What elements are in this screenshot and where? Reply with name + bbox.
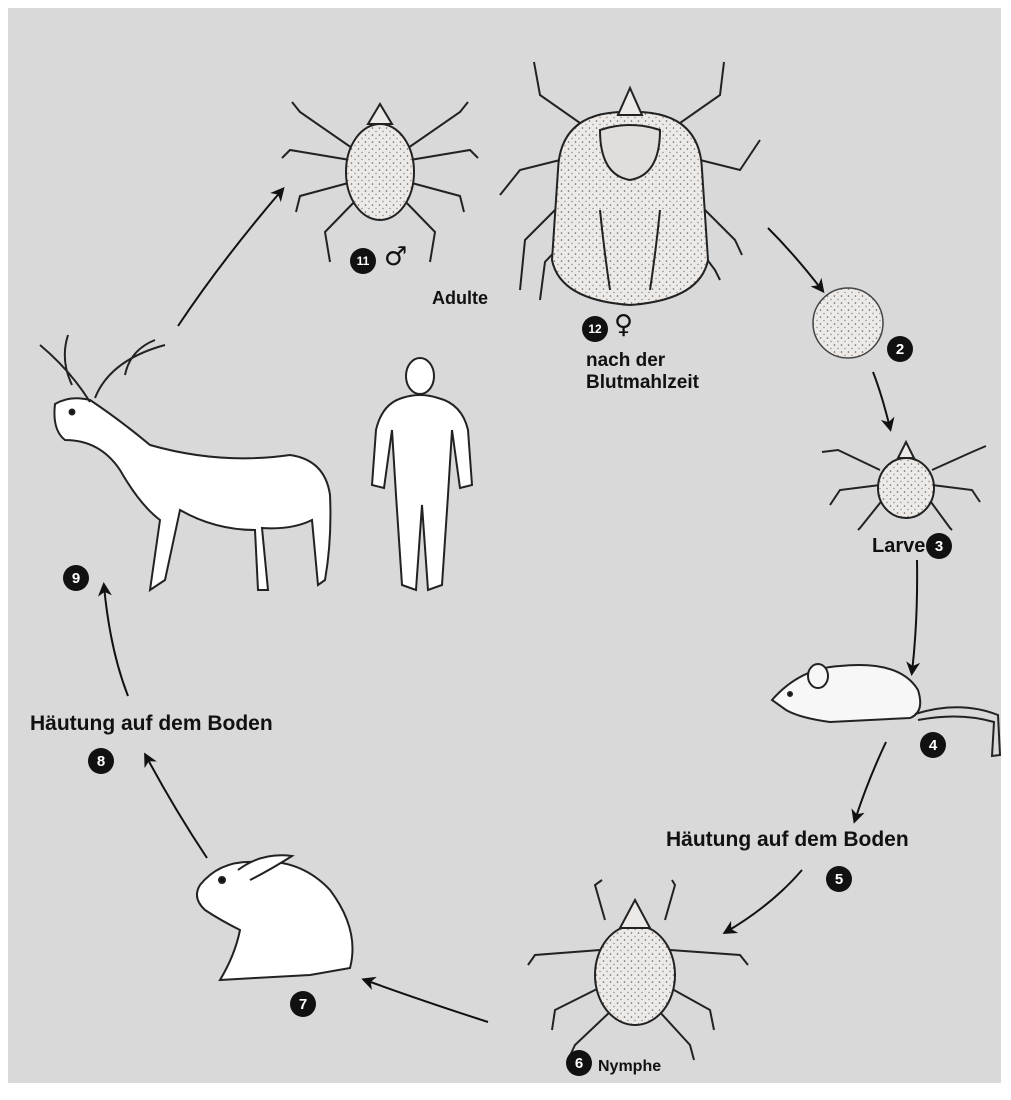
badge-molt-right: 5	[826, 866, 852, 892]
male-symbol-icon: ♂	[384, 242, 407, 272]
label-nymph: Nymphe	[598, 1058, 661, 1076]
label-female-fed-line1: nach der	[586, 350, 665, 372]
label-female-fed-line2: Blutmahlzeit	[586, 372, 699, 394]
label-larva: Larve	[872, 535, 925, 558]
badge-female: 12	[582, 316, 608, 342]
badge-larva: 3	[926, 533, 952, 559]
badge-mouse: 4	[920, 732, 946, 758]
badge-nymph: 6	[566, 1050, 592, 1076]
badge-egg: 2	[887, 336, 913, 362]
label-molt-left: Häutung auf dem Boden	[30, 712, 273, 736]
badge-hare: 7	[290, 991, 316, 1017]
badge-molt-left: 8	[88, 748, 114, 774]
label-molt-right: Häutung auf dem Boden	[666, 828, 909, 852]
label-adult: Adulte	[432, 288, 488, 309]
egg-illustration	[813, 288, 883, 358]
badge-deer: 9	[63, 565, 89, 591]
badge-male: 11	[350, 248, 376, 274]
female-symbol-icon: ♀	[614, 310, 633, 340]
